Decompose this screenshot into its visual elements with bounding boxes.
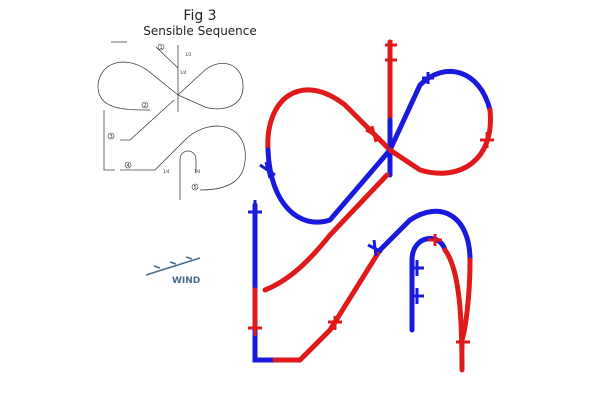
- fraction-label: 1/4: [194, 169, 201, 174]
- figure-number: Fig 3: [183, 8, 217, 24]
- step-marker: [124, 161, 132, 169]
- aircraft-icon: [259, 161, 276, 179]
- figure-title: Sensible Sequence: [143, 24, 257, 38]
- aircraft-icon: [410, 288, 424, 304]
- step-label: 2: [144, 103, 147, 109]
- step-label: 3: [110, 134, 113, 140]
- step-marker: [141, 101, 149, 109]
- wind-label: WIND: [172, 276, 201, 286]
- step-label: 1: [160, 45, 163, 51]
- aircraft-icon: [385, 40, 397, 54]
- aircraft-icon: [385, 56, 397, 68]
- aircraft-icon: [480, 132, 494, 148]
- aircraft-icon: [410, 260, 424, 276]
- aircraft-icon: [248, 200, 262, 220]
- aircraft-icon: [456, 334, 470, 350]
- aircraft-icon: [328, 316, 342, 330]
- step-label: 4: [127, 163, 130, 169]
- step-marker: [157, 43, 165, 51]
- step-marker: [107, 132, 115, 140]
- fraction-label: 1/4: [180, 70, 187, 75]
- aircraft-icons: [248, 40, 494, 350]
- fraction-label: 1/4: [163, 169, 170, 174]
- flight-path: [252, 39, 493, 373]
- fraction-label: 1/2: [185, 52, 192, 57]
- aircraft-icon: [365, 125, 381, 143]
- step-marker: [191, 183, 199, 191]
- wind-arrow-icon: [145, 256, 201, 276]
- aircraft-icon: [422, 72, 434, 84]
- aircraft-icon: [367, 239, 383, 257]
- aircraft-icon: [248, 318, 262, 336]
- step-label: 5: [194, 185, 197, 191]
- aircraft-icon: [428, 234, 442, 246]
- schematic-diagram: [97, 41, 246, 200]
